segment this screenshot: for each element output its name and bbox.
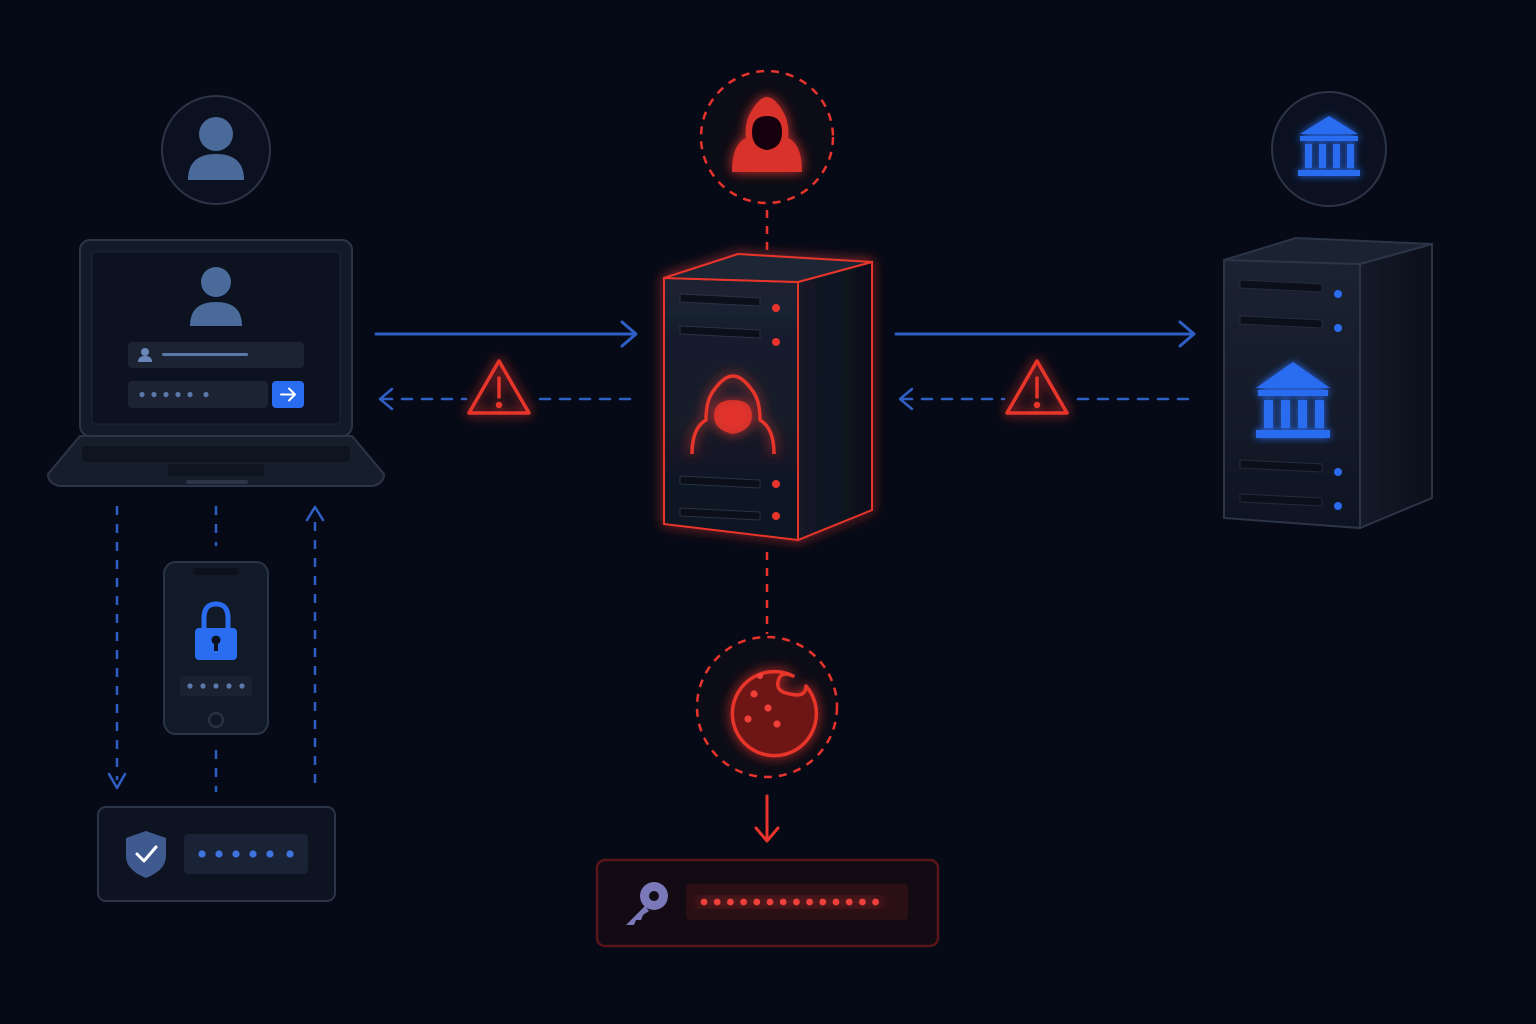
mfa-token-panel [97, 806, 336, 902]
token-dot [766, 898, 774, 906]
stolen-token-panel [595, 858, 940, 948]
shield-check-icon [126, 831, 166, 878]
key-icon [626, 882, 668, 925]
user-icon [188, 117, 244, 180]
attacker-circle [699, 69, 835, 205]
mfa-flows [107, 505, 325, 792]
token-dot [713, 898, 721, 906]
warning-icon [467, 359, 531, 415]
flow-cookie-to-token [754, 794, 780, 843]
token-dot [845, 898, 853, 906]
user-avatar-circle [161, 95, 271, 205]
bank-icon [1298, 116, 1360, 176]
bank-icon [1256, 362, 1330, 438]
otp-field [180, 676, 252, 696]
token-dot [727, 898, 734, 906]
hacker-hood-icon [690, 374, 776, 455]
token-dot [779, 898, 787, 906]
mobile-phone [163, 561, 269, 735]
token-dot [740, 898, 747, 906]
otp-code-field [184, 834, 308, 874]
password-field[interactable] [128, 381, 268, 408]
arrow-right-icon [280, 387, 296, 402]
flow-proxy-to-bank [894, 320, 1196, 348]
token-dot [806, 898, 813, 906]
login-form-avatar [190, 267, 242, 326]
bank-circle [1271, 91, 1387, 207]
token-dot [872, 898, 879, 906]
submit-arrow-button[interactable] [272, 381, 304, 408]
token-dot [753, 898, 761, 906]
token-dot [700, 898, 708, 906]
token-field [686, 884, 908, 920]
token-dot [819, 898, 827, 906]
password-dots [139, 391, 209, 398]
laptop [46, 239, 386, 487]
hacker-hood-icon [732, 97, 802, 172]
token-dot [859, 898, 866, 906]
bank-server [1223, 236, 1433, 530]
username-field[interactable] [128, 342, 304, 368]
flow-proxy-to-laptop [378, 387, 642, 411]
warning-icon [1005, 359, 1069, 415]
cookie-icon [730, 669, 819, 758]
token-dot [793, 898, 800, 906]
flow-bank-to-proxy [898, 387, 1198, 411]
proxy-server-slots [679, 293, 780, 521]
session-cookie-circle [695, 635, 839, 779]
flow-laptop-to-proxy [374, 320, 638, 348]
token-dot [832, 898, 840, 906]
user-icon [138, 348, 152, 362]
lock-icon [195, 601, 237, 660]
